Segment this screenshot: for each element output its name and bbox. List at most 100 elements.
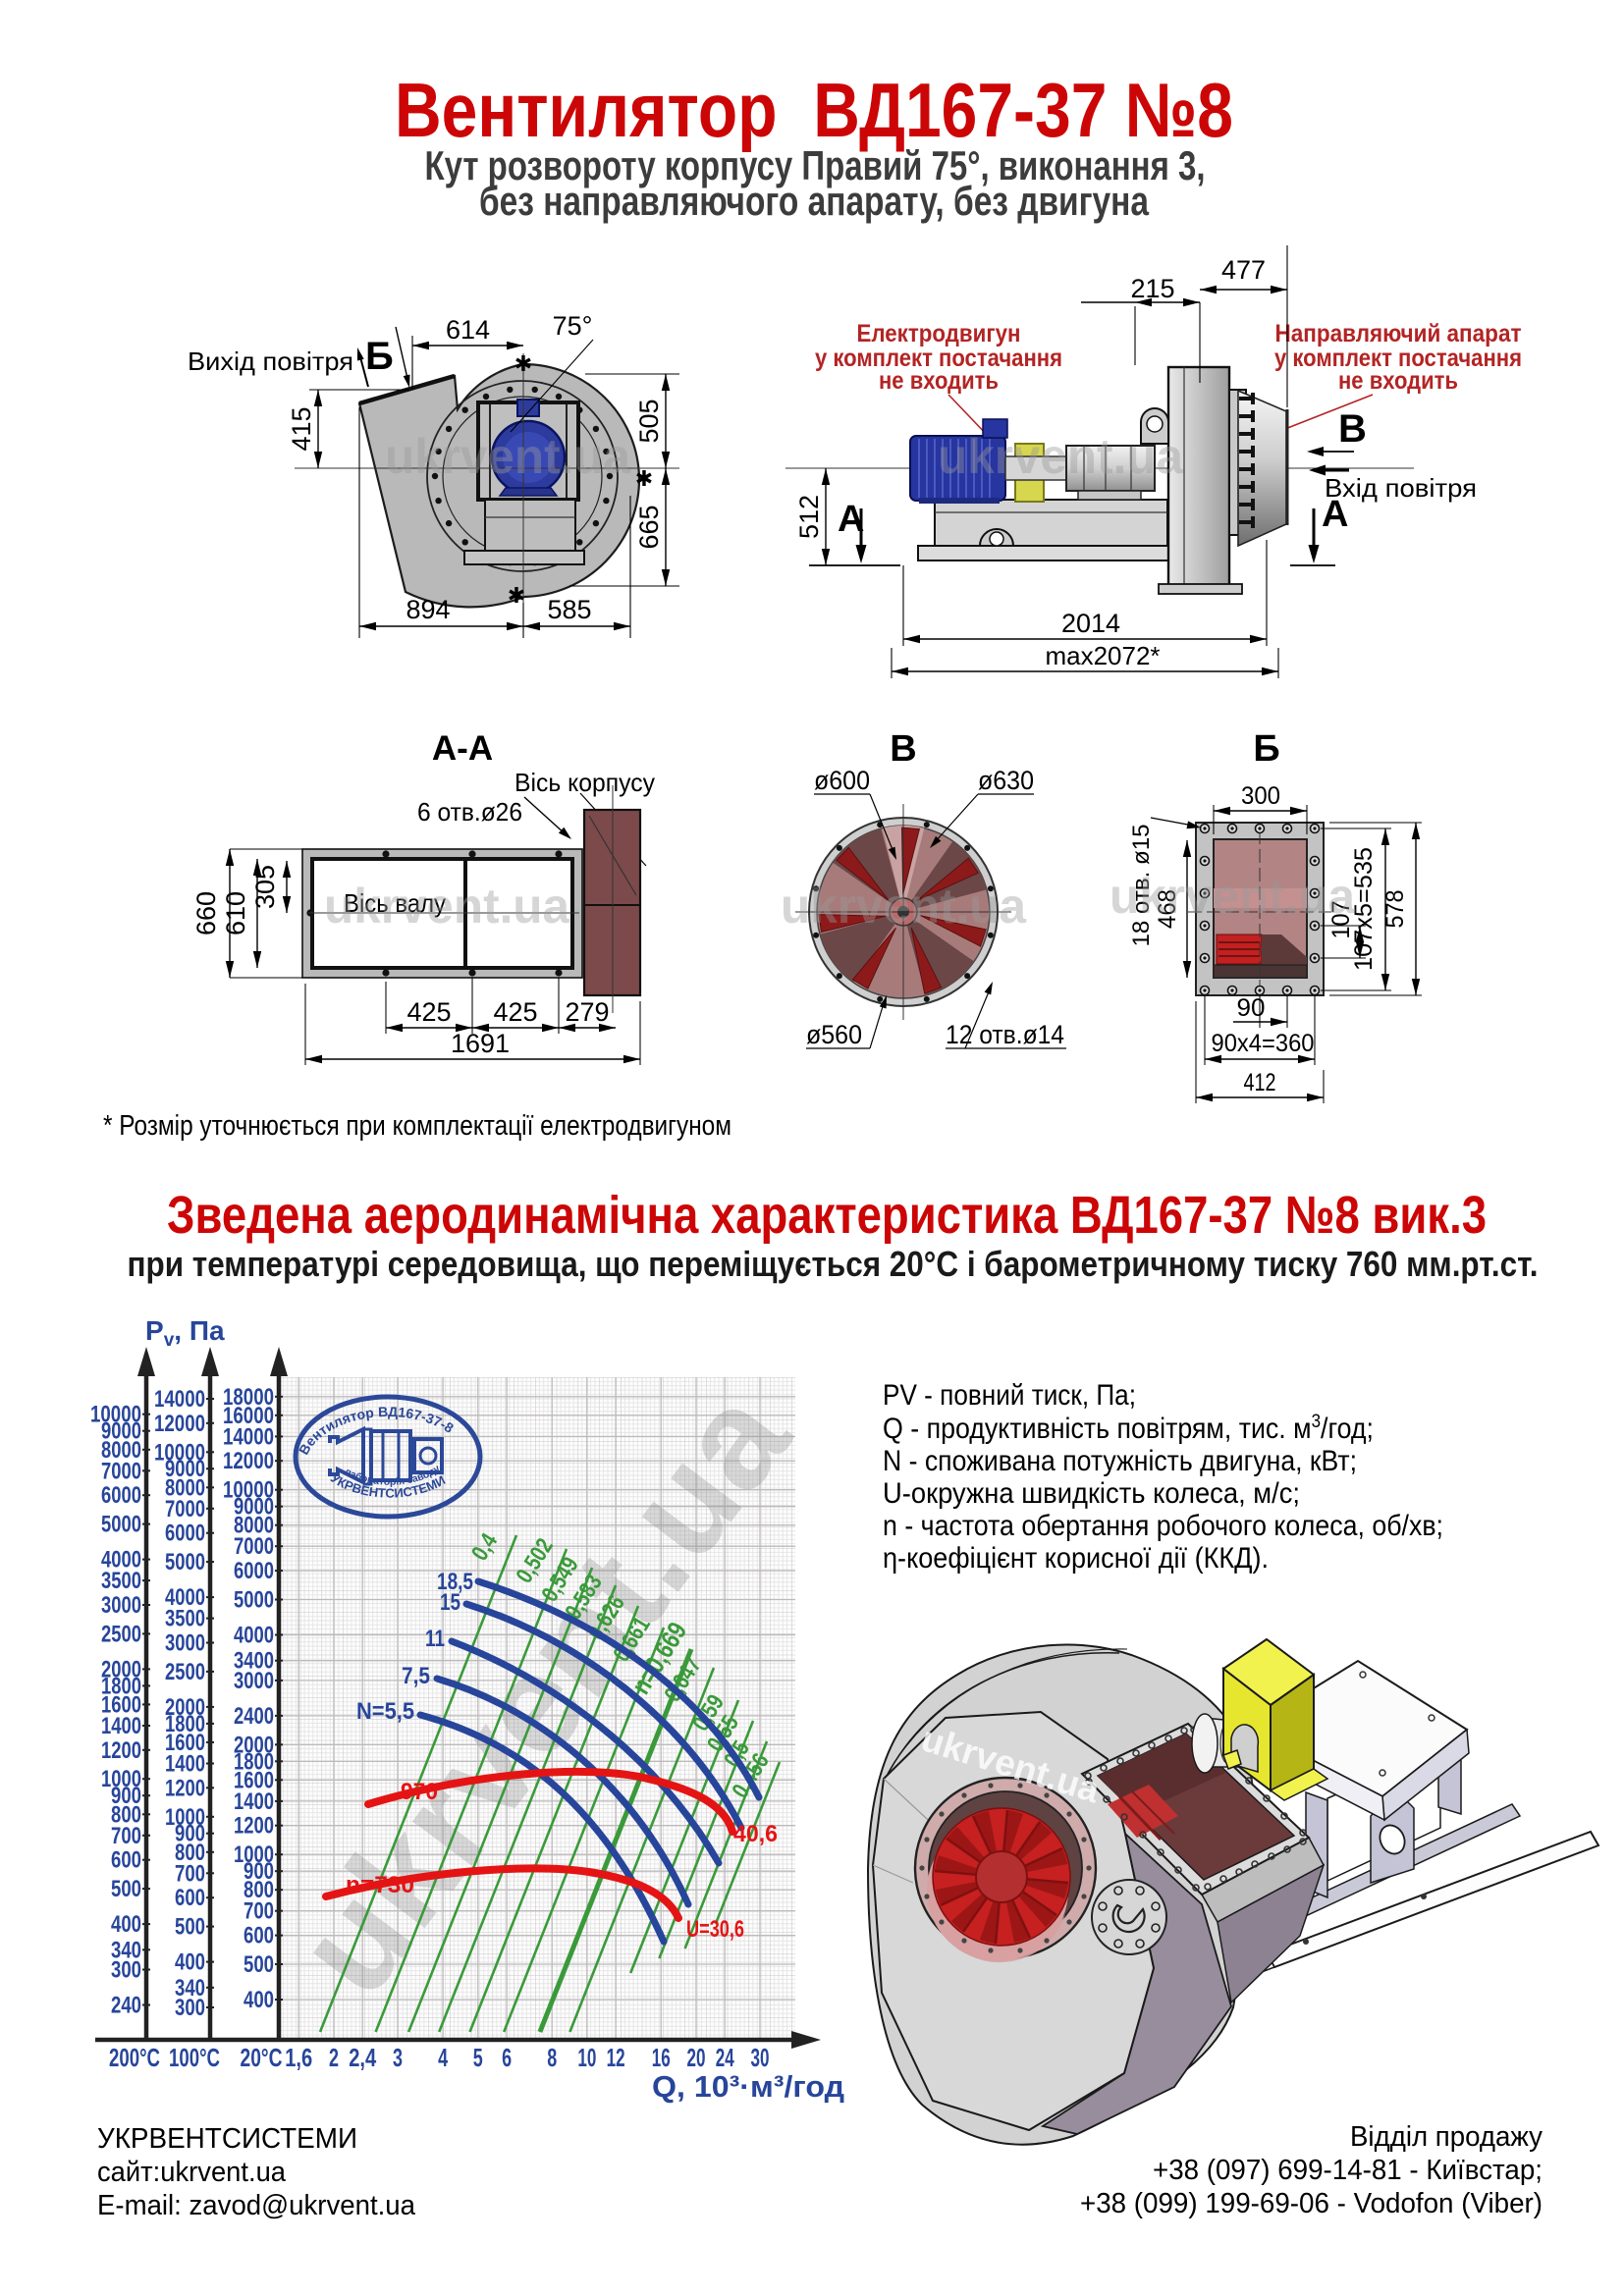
svg-text:N=5,5: N=5,5 bbox=[356, 1698, 414, 1725]
svg-text:Б: Б bbox=[1253, 728, 1279, 770]
svg-text:В: В bbox=[1338, 407, 1367, 451]
svg-text:340: 340 bbox=[111, 1937, 141, 1963]
svg-text:400: 400 bbox=[175, 1949, 205, 1976]
svg-text:1400: 1400 bbox=[165, 1751, 205, 1778]
svg-text:12000: 12000 bbox=[223, 1448, 274, 1474]
svg-text:Вісь валу: Вісь валу bbox=[344, 888, 446, 918]
svg-text:90х4=360: 90х4=360 bbox=[1212, 1030, 1315, 1057]
svg-text:Направляючий апарат: Направляючий апарат bbox=[1275, 320, 1522, 347]
svg-text:40,6: 40,6 bbox=[733, 1821, 778, 1847]
svg-text:А: А bbox=[1322, 494, 1348, 535]
svg-text:Електродвигун: Електродвигун bbox=[857, 320, 1021, 347]
svg-text:477: 477 bbox=[1221, 255, 1266, 285]
svg-text:А-А: А-А bbox=[432, 729, 493, 768]
svg-text:3000: 3000 bbox=[234, 1668, 274, 1694]
svg-text:не входить: не входить bbox=[1338, 367, 1458, 395]
svg-text:16000: 16000 bbox=[223, 1403, 274, 1429]
svg-text:30: 30 bbox=[751, 2043, 770, 2072]
svg-text:215: 215 bbox=[1130, 274, 1174, 303]
svg-text:ø560: ø560 bbox=[806, 1020, 862, 1049]
svg-text:20°С: 20°С bbox=[241, 2043, 283, 2072]
svg-text:10000: 10000 bbox=[154, 1439, 205, 1466]
svg-text:4000: 4000 bbox=[165, 1584, 205, 1611]
svg-text:970: 970 bbox=[401, 1779, 438, 1805]
svg-text:12: 12 bbox=[607, 2043, 625, 2072]
svg-text:1000: 1000 bbox=[165, 1804, 205, 1831]
svg-text:900: 900 bbox=[111, 1783, 141, 1809]
svg-text:4: 4 bbox=[438, 2043, 448, 2072]
svg-text:3000: 3000 bbox=[165, 1630, 205, 1657]
svg-text:6 отв.ø26: 6 отв.ø26 bbox=[417, 797, 522, 827]
svg-text:610: 610 bbox=[221, 891, 250, 935]
svg-text:+38 (099) 199-69-06 - Vodofon: +38 (099) 199-69-06 - Vodofon (Viber) bbox=[1080, 2188, 1543, 2219]
svg-text:585: 585 bbox=[547, 595, 591, 624]
svg-text:24: 24 bbox=[716, 2043, 734, 2072]
svg-text:1200: 1200 bbox=[165, 1775, 205, 1801]
svg-text:max2072*: max2072* bbox=[1045, 641, 1160, 670]
svg-text:4000: 4000 bbox=[234, 1623, 274, 1649]
svg-text:Pv, Па: Pv, Па bbox=[145, 1315, 225, 1351]
svg-text:1200: 1200 bbox=[101, 1737, 141, 1764]
svg-text:1800: 1800 bbox=[165, 1711, 205, 1737]
svg-text:15: 15 bbox=[440, 1589, 460, 1616]
svg-text:14000: 14000 bbox=[223, 1423, 274, 1450]
svg-text:5000: 5000 bbox=[101, 1512, 141, 1538]
svg-text:PV - повний тиск, Па;: PV - повний тиск, Па; bbox=[883, 1379, 1136, 1412]
svg-text:400: 400 bbox=[244, 1987, 274, 2013]
svg-text:12000: 12000 bbox=[154, 1411, 205, 1437]
svg-text:1800: 1800 bbox=[234, 1748, 274, 1775]
svg-text:900: 900 bbox=[244, 1858, 274, 1885]
svg-text:+38 (097) 699-14-81 - Київстар: +38 (097) 699-14-81 - Київстар; bbox=[1153, 2155, 1543, 2186]
svg-text:7,5: 7,5 bbox=[402, 1663, 430, 1689]
svg-text:Кут розвороту корпусу Правий 7: Кут розвороту корпусу Правий 75°, викона… bbox=[425, 142, 1206, 188]
svg-text:1400: 1400 bbox=[101, 1713, 141, 1739]
svg-text:Q - продуктивність повітрям, т: Q - продуктивність повітрям, тис. м3/год… bbox=[883, 1412, 1374, 1445]
svg-text:4000: 4000 bbox=[101, 1547, 141, 1574]
svg-text:8: 8 bbox=[547, 2043, 557, 2072]
svg-text:без направляючого апарату, без: без направляючого апарату, без двигуна bbox=[479, 178, 1150, 224]
svg-text:5000: 5000 bbox=[165, 1549, 205, 1575]
svg-text:500: 500 bbox=[244, 1951, 274, 1978]
svg-text:9000: 9000 bbox=[234, 1494, 274, 1521]
svg-text:2014: 2014 bbox=[1061, 609, 1120, 638]
svg-text:3400: 3400 bbox=[234, 1648, 274, 1675]
svg-text:3500: 3500 bbox=[101, 1568, 141, 1594]
svg-text:6000: 6000 bbox=[234, 1558, 274, 1584]
svg-text:✱: ✱ bbox=[514, 351, 532, 376]
svg-text:600: 600 bbox=[244, 1923, 274, 1949]
svg-text:2,4: 2,4 bbox=[349, 2043, 376, 2072]
svg-text:1400: 1400 bbox=[234, 1789, 274, 1815]
svg-text:3000: 3000 bbox=[101, 1592, 141, 1619]
svg-text:7000: 7000 bbox=[234, 1533, 274, 1560]
svg-text:100°С: 100°С bbox=[169, 2043, 220, 2072]
svg-text:240: 240 bbox=[111, 1993, 141, 2019]
svg-text:2000: 2000 bbox=[234, 1732, 274, 1758]
svg-text:✱: ✱ bbox=[508, 583, 525, 608]
svg-text:2500: 2500 bbox=[101, 1621, 141, 1647]
svg-text:1600: 1600 bbox=[101, 1691, 141, 1718]
svg-text:Вентилятор ВД167-37 №8: Вентилятор ВД167-37 №8 bbox=[395, 67, 1233, 153]
svg-text:1200: 1200 bbox=[234, 1813, 274, 1840]
svg-text:E-mail: zavod@ukrvent.ua: E-mail: zavod@ukrvent.ua bbox=[97, 2190, 416, 2221]
svg-text:700: 700 bbox=[111, 1823, 141, 1849]
svg-text:660: 660 bbox=[191, 891, 221, 935]
svg-text:9000: 9000 bbox=[101, 1418, 141, 1445]
svg-text:В: В bbox=[890, 728, 916, 770]
svg-text:800: 800 bbox=[175, 1840, 205, 1866]
svg-text:2000: 2000 bbox=[101, 1656, 141, 1682]
svg-text:415: 415 bbox=[287, 406, 316, 451]
svg-text:18 отв. ø15: 18 отв. ø15 bbox=[1128, 825, 1155, 947]
svg-text:УКРВЕНТСИСТЕМИ: УКРВЕНТСИСТЕМИ bbox=[97, 2123, 357, 2155]
svg-text:300: 300 bbox=[175, 1995, 205, 2021]
svg-text:412: 412 bbox=[1244, 1069, 1276, 1096]
svg-text:2500: 2500 bbox=[165, 1659, 205, 1685]
svg-text:200°С: 200°С bbox=[109, 2043, 160, 2072]
svg-text:340: 340 bbox=[175, 1975, 205, 2002]
svg-text:900: 900 bbox=[175, 1821, 205, 1847]
svg-text:107х5=535: 107х5=535 bbox=[1350, 847, 1378, 971]
svg-text:N - споживана потужність двигу: N - споживана потужність двигуна, кВт; bbox=[883, 1445, 1357, 1477]
svg-text:1691: 1691 bbox=[451, 1029, 510, 1058]
svg-text:Вхід повітря: Вхід повітря bbox=[1325, 473, 1477, 503]
svg-text:6000: 6000 bbox=[101, 1482, 141, 1509]
svg-text:665: 665 bbox=[634, 505, 664, 549]
